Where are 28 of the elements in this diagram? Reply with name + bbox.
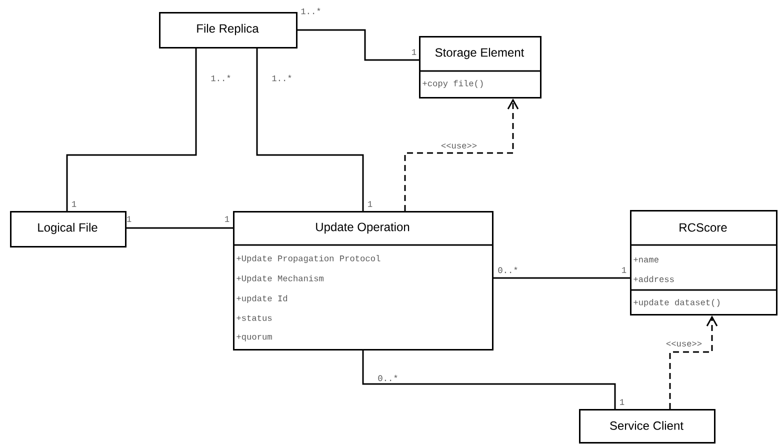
multiplicity-label: 1 xyxy=(72,201,76,207)
edge-label: <<use>> xyxy=(664,340,704,348)
multiplicity-label: 0..* xyxy=(498,266,518,274)
connector xyxy=(298,29,419,61)
connector xyxy=(404,98,519,211)
class-box: File Replica xyxy=(159,12,298,48)
class-box: Storage Element +copy file() xyxy=(419,36,542,98)
multiplicity-label: 1..* xyxy=(211,74,230,82)
edge-label: <<use>> xyxy=(440,142,478,150)
connector xyxy=(494,277,630,279)
class-box: Update Operation +Update Propagation Protocol +Update Mechanism +update Id +status +quorum xyxy=(233,211,494,350)
multiplicity-label: 1 xyxy=(225,216,230,222)
connector xyxy=(669,316,718,409)
multiplicity-label: 1 xyxy=(620,399,624,405)
connector xyxy=(126,227,233,229)
connector xyxy=(66,48,197,211)
multiplicity-label: 1 xyxy=(622,267,626,273)
multiplicity-label: 1 xyxy=(127,216,132,222)
multiplicity-label: 1..* xyxy=(301,8,320,14)
class-box: Logical File xyxy=(10,211,126,248)
class-box: RCScore +name +address +update dataset() xyxy=(630,210,778,316)
connector xyxy=(362,350,616,409)
multiplicity-label: 1 xyxy=(412,49,416,55)
multiplicity-label: 1 xyxy=(368,201,372,207)
multiplicity-label: 0..* xyxy=(378,374,398,382)
connector xyxy=(256,48,364,211)
class-box: Service Client xyxy=(579,409,716,444)
multiplicity-label: 1..* xyxy=(272,74,292,82)
